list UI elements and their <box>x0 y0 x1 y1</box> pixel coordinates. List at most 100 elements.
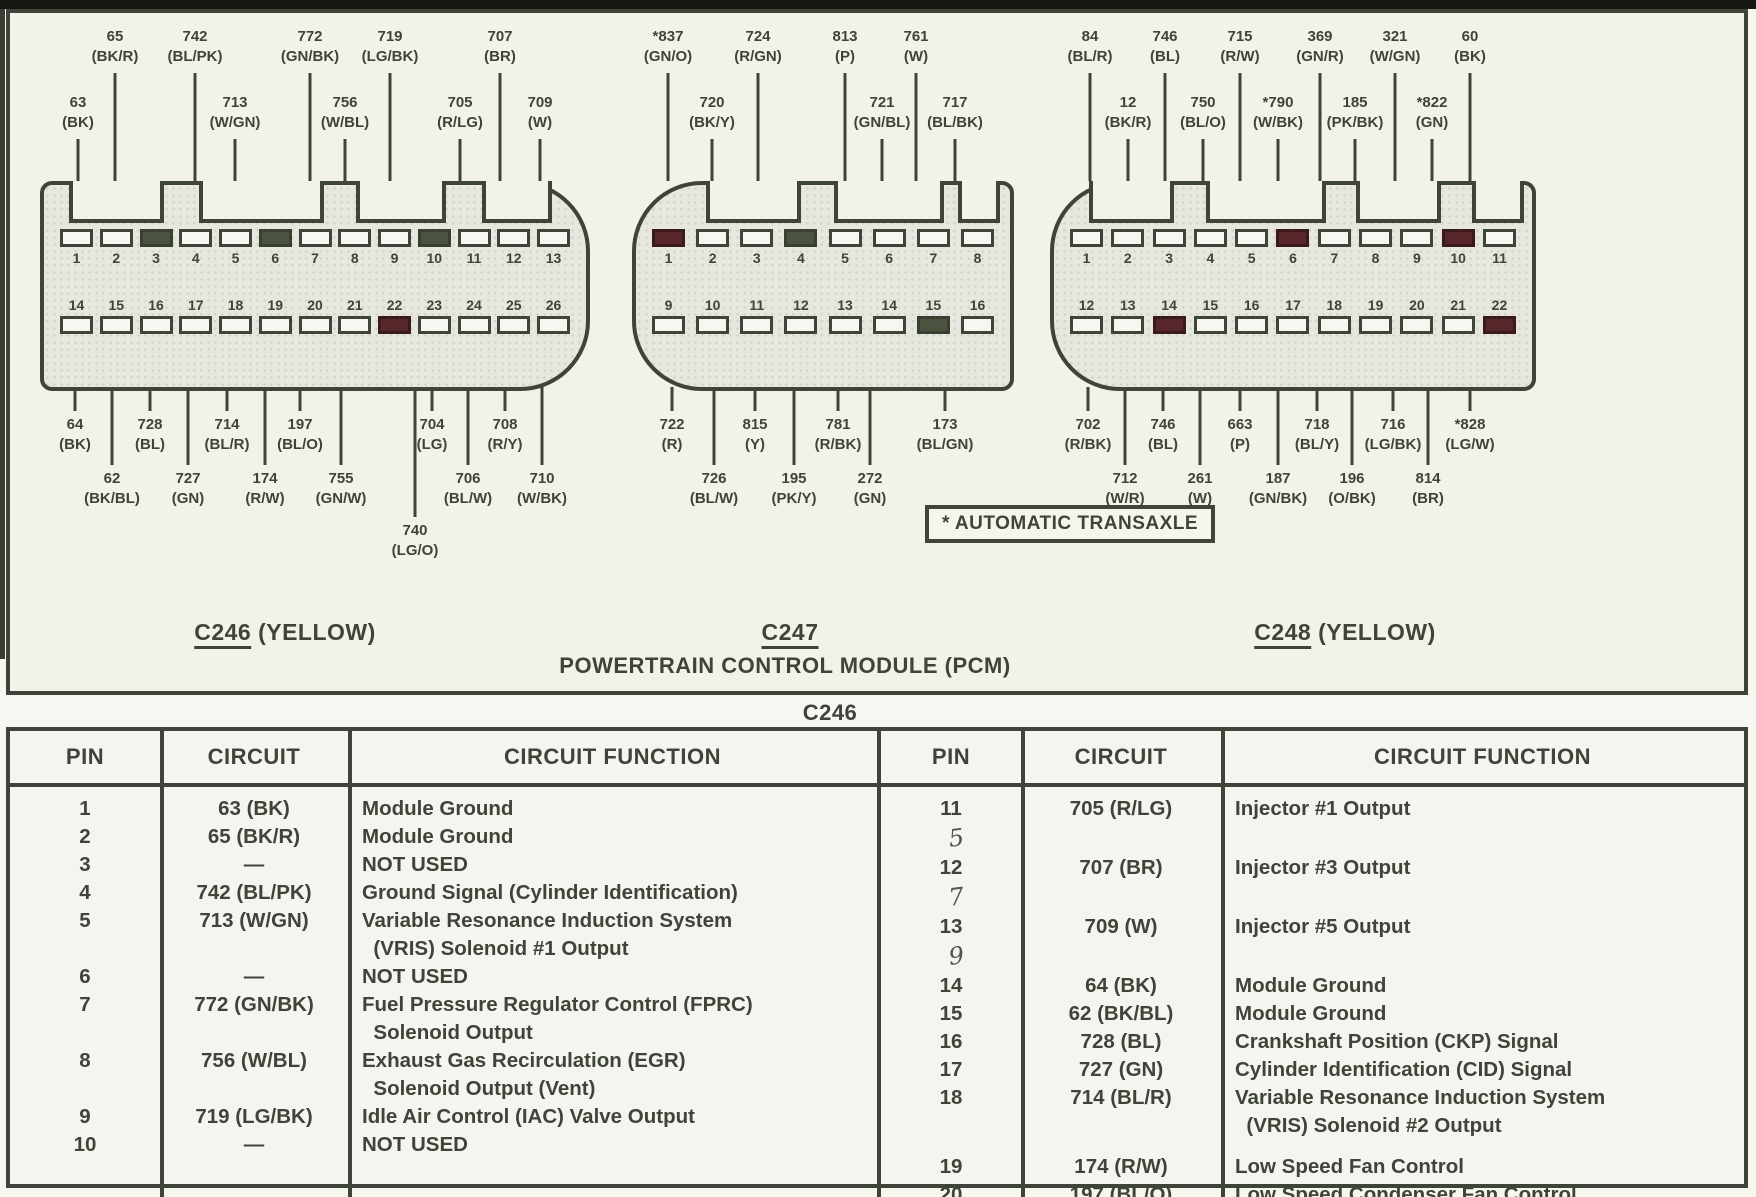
cell-function-2: Module Ground <box>362 825 514 848</box>
wire-label-*822: *822(GN) <box>1416 93 1449 132</box>
leader-line-708 <box>503 387 507 411</box>
pin-number: 3 <box>152 250 160 266</box>
pin-c248-21: 21 <box>1441 297 1475 334</box>
leader-line-728 <box>148 387 152 411</box>
leader-line-261 <box>1198 387 1202 465</box>
wire-circuit-number: *837 <box>652 28 684 45</box>
pin-box <box>1276 229 1310 247</box>
pin-number: 14 <box>68 297 85 313</box>
pin-number: 4 <box>191 250 200 266</box>
pin-box <box>537 229 570 247</box>
pin-box <box>60 229 93 247</box>
wire-color-code: (LG/BK) <box>1364 435 1422 453</box>
table-column-divider <box>1221 731 1225 1197</box>
pin-c246-21: 21 <box>338 297 372 334</box>
cell-circuit-5: 713 (W/GN) <box>199 909 309 932</box>
pin-number: 15 <box>1202 297 1219 313</box>
table-title: C246 <box>802 700 858 725</box>
pin-number: 18 <box>227 297 244 313</box>
wire-circuit-number: 721 <box>869 94 895 111</box>
table-header-divider <box>10 783 877 787</box>
wire-circuit-number: 714 <box>214 416 240 433</box>
leader-line-272 <box>868 387 872 465</box>
pin-number: 3 <box>1165 250 1173 266</box>
pin-box <box>497 316 531 334</box>
pin-c246-8: 8 <box>338 229 372 266</box>
cell-function-6: NOT USED <box>362 965 468 988</box>
cell-circuit-3: — <box>243 853 265 876</box>
column-header-pin: PIN <box>65 744 105 769</box>
leader-line-321 <box>1393 73 1397 181</box>
wire-circuit-number: 726 <box>701 470 727 487</box>
wire-circuit-number: 187 <box>1265 470 1291 487</box>
pin-c247-3: 3 <box>740 229 774 266</box>
cell-function-9: Idle Air Control (IAC) Valve Output <box>362 1105 695 1128</box>
pin-number: 20 <box>1409 297 1425 313</box>
pin-c248-15: 15 <box>1193 297 1227 334</box>
wire-circuit-number: 719 <box>377 28 403 45</box>
connector-keyway <box>482 181 552 223</box>
cell-function-19: Low Speed Fan Control <box>1235 1155 1464 1178</box>
pin-box <box>1152 229 1186 247</box>
pin-box <box>1359 316 1393 334</box>
pin-box <box>1317 229 1351 247</box>
wire-label-713: 713(W/GN) <box>210 93 261 132</box>
pin-c246-20: 20 <box>298 297 332 334</box>
wire-circuit-number: 717 <box>942 94 968 111</box>
column-header-circuit-function: CIRCUIT FUNCTION <box>1374 744 1591 769</box>
pin-number: 22 <box>1491 297 1508 313</box>
wire-color-code: (BK) <box>62 113 94 131</box>
wire-circuit-number: 173 <box>932 416 958 433</box>
pin-box <box>696 316 730 334</box>
pin-box <box>497 229 531 247</box>
column-header-circuit-function: CIRCUIT FUNCTION <box>504 744 721 769</box>
cell-pin-10: 10 <box>73 1133 97 1156</box>
leader-line-706 <box>466 387 470 465</box>
pin-c248-3: 3 <box>1152 229 1186 266</box>
pin-c248-8: 8 <box>1359 229 1393 266</box>
leader-line-750 <box>1201 139 1205 181</box>
pin-box <box>1111 316 1145 334</box>
wire-label-706: 706(BL/W) <box>444 469 492 508</box>
wire-circuit-number: 707 <box>487 28 513 45</box>
wire-color-code: (BL/BK) <box>927 113 983 131</box>
pin-c248-18: 18 <box>1317 297 1351 334</box>
pin-box <box>378 229 411 247</box>
cell-function-12: Injector #3 Output <box>1235 856 1411 879</box>
cell-pin-5: 5 <box>79 909 91 932</box>
pin-number: 4 <box>1206 250 1215 266</box>
wire-label-727: 727(GN) <box>172 469 205 508</box>
wire-label-173: 173(BL/GN) <box>917 415 974 454</box>
cell-circuit-6: — <box>243 965 265 988</box>
pin-c246-14: 14 <box>60 297 93 334</box>
connector-keyway <box>1472 181 1524 223</box>
wire-color-code: (W/BK) <box>1253 113 1303 131</box>
wire-label-84: 84(BL/R) <box>1068 27 1113 66</box>
wire-color-code: (R/W) <box>245 489 285 507</box>
pin-c247-11: 11 <box>740 297 774 334</box>
cell-function-20: Low Speed Condenser Fan Control <box>1235 1183 1577 1197</box>
wire-color-code: (GN) <box>171 489 205 507</box>
wire-color-code: (W) <box>903 47 929 65</box>
wire-color-code: (BL/O) <box>277 435 323 453</box>
leader-line-719 <box>388 73 392 181</box>
connector-keyway <box>706 181 801 223</box>
pin-c248-19: 19 <box>1359 297 1393 334</box>
cell-circuit-12: 707 (BR) <box>1079 856 1163 879</box>
pin-number: 7 <box>311 250 319 266</box>
column-header-circuit: CIRCUIT <box>207 744 301 769</box>
wire-circuit-number: 761 <box>903 28 929 45</box>
pin-c247-8: 8 <box>960 229 994 266</box>
wire-label-187: 187(GN/BK) <box>1249 469 1307 508</box>
note-box: * AUTOMATIC TRANSAXLE <box>925 505 1215 543</box>
wire-label-772: 772(GN/BK) <box>281 27 339 66</box>
cell-function-14: Module Ground <box>1235 974 1387 997</box>
pin-c246-17: 17 <box>179 297 213 334</box>
wire-label-704: 704(LG) <box>417 415 448 454</box>
pin-box <box>828 316 862 334</box>
leader-line-815 <box>753 387 757 411</box>
leader-line-715 <box>1238 73 1242 181</box>
pin-number: 10 <box>1450 250 1466 266</box>
wire-circuit-number: 84 <box>1081 28 1099 45</box>
pin-c248-5: 5 <box>1235 229 1269 266</box>
